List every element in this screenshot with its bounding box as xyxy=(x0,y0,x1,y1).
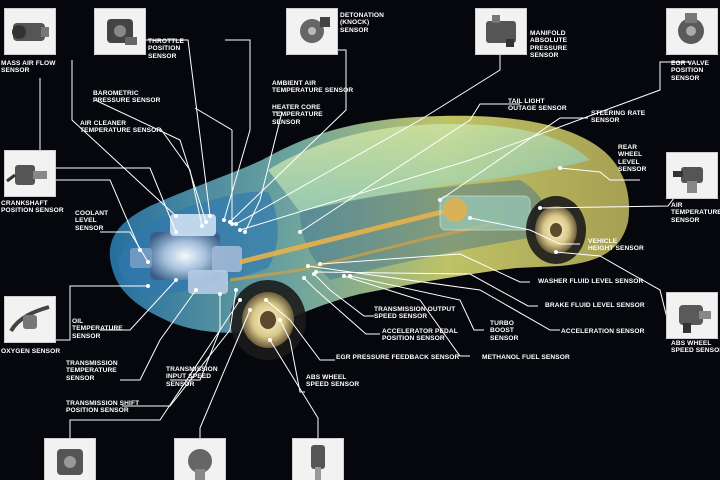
oxygen-sensor-icon xyxy=(4,296,56,343)
label-oxygen: OXYGEN SENSOR xyxy=(1,348,61,355)
abs-wheel-speed-sensor-icon xyxy=(666,292,718,339)
label-air-cleaner-temperature: AIR CLEANER TEMPERATURE SENSOR xyxy=(80,120,162,135)
label-accelerator-pedal-position: ACCELERATOR PEDAL POSITION SENSOR xyxy=(382,328,458,343)
crankshaft-sensor-icon xyxy=(4,150,56,197)
mass-air-flow-sensor-icon xyxy=(4,8,56,55)
label-air-temperature: AIR TEMPERATURE SENSOR xyxy=(671,202,720,224)
throttle-position-sensor-icon xyxy=(94,8,146,55)
label-manifold-absolute-pressure: MANIFOLD ABSOLUTE PRESSURE SENSOR xyxy=(530,30,568,60)
label-acceleration: ACCELERATION SENSOR xyxy=(561,328,645,335)
label-mass-air-flow: MASS AIR FLOW SENSOR xyxy=(1,60,56,75)
label-heater-core-temperature: HEATER CORE TEMPERATURE SENSOR xyxy=(272,104,323,126)
engine-block xyxy=(130,214,242,294)
car-glass xyxy=(268,124,590,212)
abs-wheel-speed-bottom-icon xyxy=(292,438,344,480)
label-vehicle-height: VEHICLE HEIGHT SENSOR xyxy=(588,238,644,253)
label-washer-fluid-level: WASHER FLUID LEVEL SENSOR xyxy=(538,278,644,285)
drive-shaft xyxy=(239,207,451,265)
label-egr-valve-position: EGR VALVE POSITION SENSOR xyxy=(671,60,710,82)
label-barometric-pressure: BAROMETRIC PRESSURE SENSOR xyxy=(93,90,161,105)
label-transmission-output-speed: TRANSMISSION OUTPUT SPEED SENSOR xyxy=(374,306,456,321)
rear-wheel xyxy=(526,196,586,264)
label-rear-wheel-level: REAR WHEEL LEVEL SENSOR xyxy=(618,144,647,174)
sensor-points xyxy=(138,166,562,342)
label-transmission-input-speed: TRANSMISSION INPUT SPEED SENSOR xyxy=(166,366,218,388)
exhaust-pipe xyxy=(229,220,501,282)
egr-valve-sensor-icon xyxy=(666,8,718,55)
label-tail-light-outage: TAIL LIGHT OUTAGE SENSOR xyxy=(508,98,567,113)
label-egr-pressure-feedback: EGR PRESSURE FEEDBACK SENSOR xyxy=(336,354,460,361)
input-speed-sensor-icon xyxy=(174,438,226,480)
label-transmission-temperature: TRANSMISSION TEMPERATURE SENSOR xyxy=(66,360,118,382)
transmission-sensor-icon xyxy=(44,438,96,480)
label-detonation: DETONATION (KNOCK) SENSOR xyxy=(340,12,384,34)
label-crankshaft-position: CRANKSHAFT POSITION SENSOR xyxy=(1,200,64,215)
label-methanol-fuel: METHANOL FUEL SENSOR xyxy=(482,354,570,361)
label-throttle-position: THROTTLE POSITION SENSOR xyxy=(148,38,184,60)
knock-sensor-icon xyxy=(286,8,338,55)
label-abs-wheel-speed-right: ABS WHEEL SPEED SENSOR xyxy=(671,340,720,355)
label-abs-wheel-speed-bottom: ABS WHEEL SPEED SENSOR xyxy=(306,374,360,389)
label-turbo-boost: TURBO BOOST SENSOR xyxy=(490,320,519,342)
label-coolant-level: COOLANT LEVEL SENSOR xyxy=(75,210,109,232)
map-sensor-icon xyxy=(475,8,527,55)
label-transmission-shift-position: TRANSMISSION SHIFT POSITION SENSOR xyxy=(66,400,140,415)
label-brake-fluid-level: BRAKE FLUID LEVEL SENSOR xyxy=(545,302,645,309)
label-steering-rate: STEERING RATE SENSOR xyxy=(591,110,646,125)
differential xyxy=(443,198,467,222)
front-wheel xyxy=(230,280,306,360)
label-ambient-air-temperature: AMBIENT AIR TEMPERATURE SENSOR xyxy=(272,80,354,95)
label-oil-temperature: OIL TEMPERATURE SENSOR xyxy=(72,318,123,340)
air-temperature-sensor-icon xyxy=(666,152,718,199)
